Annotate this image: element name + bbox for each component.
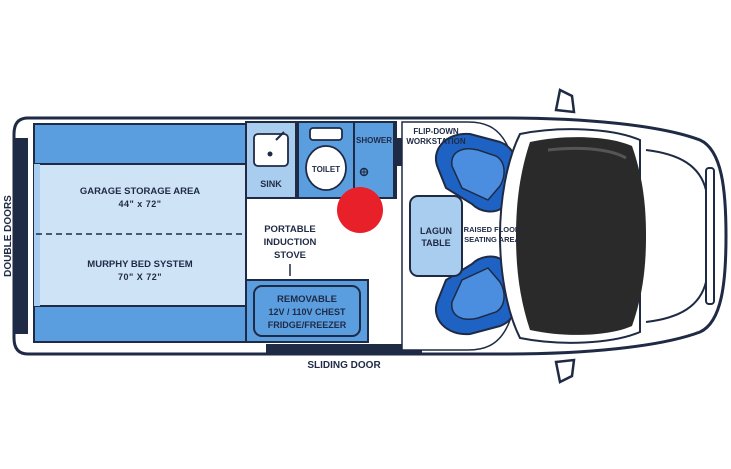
mirror-bottom [554,358,576,384]
sink-label: SINK [260,179,282,189]
bed-top-rail [33,123,247,165]
mirror-top [554,88,576,114]
stove-label-3: STOVE [274,250,306,261]
workstation-label-1: FLIP-DOWN [413,127,459,136]
toilet-label: TOILET [312,165,340,174]
red-marker [337,187,383,233]
bed-left-panel [34,164,40,306]
fridge-label-2: 12V / 110V CHEST [268,307,346,317]
double-doors-strip [14,138,28,334]
windshield-highlight [547,146,627,160]
shower-label: SHOWER [356,136,392,145]
workstation-panel [396,138,402,166]
seating-label-2: SEATING AREA [464,235,520,244]
fridge-label-3: FRIDGE/FREEZER [268,320,347,330]
murphy-dimensions: 70" X 72" [118,272,162,282]
murphy-title: MURPHY BED SYSTEM [87,259,192,270]
headlight-grille [705,167,715,305]
sink-faucet [275,131,285,141]
sliding-door-label: SLIDING DOOR [307,360,381,371]
fridge-label-1: REMOVABLE [277,294,337,305]
bed-bottom-rail [33,305,247,343]
sink-basin [253,133,289,167]
toilet-tank [309,127,343,141]
double-doors-label: DOUBLE DOORS [3,195,14,277]
lagun-table [409,195,463,277]
workstation-label-2: WORKSTATION [406,137,465,146]
garage-dimensions: 44" x 72" [118,199,161,209]
toilet-bowl [305,145,347,191]
sink-drain [267,151,273,157]
stove-label-2: INDUCTION [264,237,317,248]
seat-top [435,132,519,213]
windshield [516,137,646,335]
garage-title: GARAGE STORAGE AREA [80,186,200,197]
fridge-inner [253,285,361,337]
seating-label-1: RAISED FLOOR [464,225,521,234]
stove-label-1: PORTABLE [264,224,316,235]
shower-zone [353,121,395,199]
table-label-1: LAGUN [420,226,452,236]
table-label-2: TABLE [421,238,450,248]
sliding-door-strip [266,344,422,354]
